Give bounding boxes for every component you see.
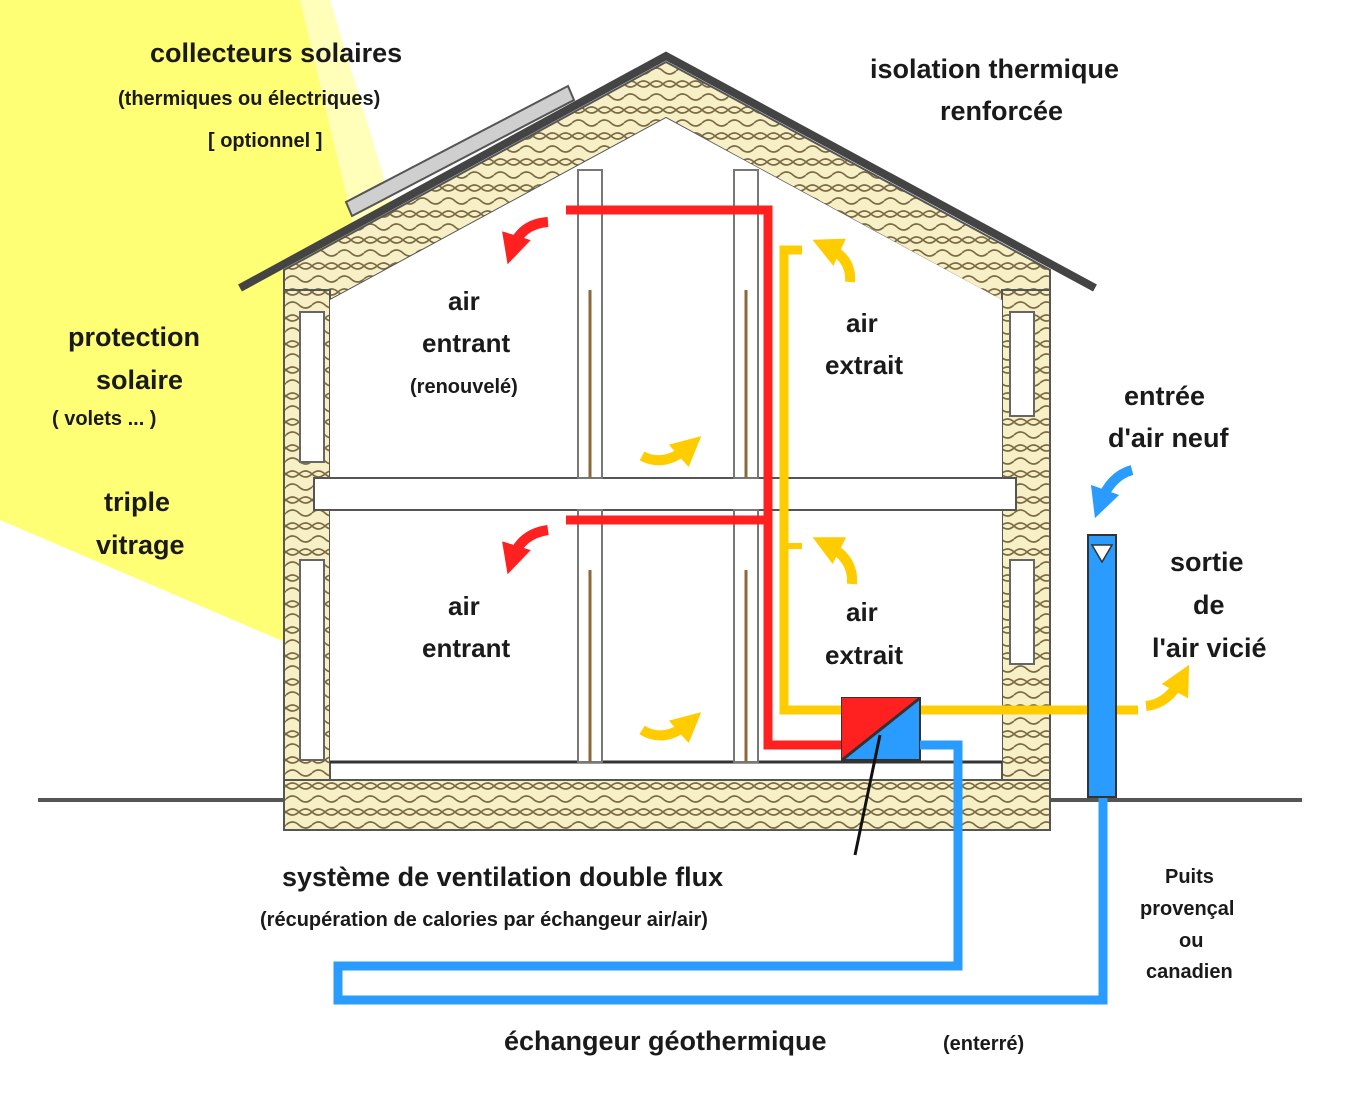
- duct-extract-yellow: [779, 245, 1138, 715]
- label-puits-4: canadien: [1146, 961, 1233, 983]
- label-puits-2: provençal: [1140, 898, 1235, 920]
- label-echangeur: échangeur géothermique: [504, 1026, 827, 1056]
- label-air-extrait-1a: air: [846, 308, 878, 338]
- curved-arrow-icon: [1145, 664, 1190, 711]
- label-collecteurs-sub: (thermiques ou électriques): [118, 88, 381, 110]
- curved-arrow-icon: [639, 712, 702, 744]
- house-interior: [330, 118, 1002, 762]
- window-left-upper: [299, 311, 325, 463]
- label-sortie-3: l'air vicié: [1152, 633, 1267, 663]
- label-collecteurs-opt: [ optionnel ]: [208, 130, 323, 152]
- label-systeme-sub: (récupération de calories par échangeur …: [260, 909, 708, 931]
- label-isolation-1: isolation thermique: [870, 54, 1120, 84]
- window-right-lower: [1009, 559, 1035, 665]
- label-protection-1: protection: [68, 322, 200, 352]
- curved-arrow-icon: [812, 537, 858, 585]
- label-air-entrant-1a: air: [448, 286, 480, 316]
- label-entree-1: entrée: [1124, 381, 1206, 411]
- label-entree-2: d'air neuf: [1108, 423, 1229, 453]
- label-protection-2: solaire: [96, 365, 184, 395]
- curved-arrow-icon: [502, 217, 549, 265]
- label-puits-1: Puits: [1165, 866, 1214, 888]
- label-isolation-2: renforcée: [940, 96, 1064, 126]
- label-air-entrant-2b: entrant: [422, 633, 511, 663]
- duct-supply-red: [566, 205, 845, 750]
- window-left-lower: [299, 559, 325, 761]
- roof-line: [238, 51, 1097, 292]
- label-sortie-1: sortie: [1170, 547, 1244, 577]
- label-triple-2: vitrage: [96, 530, 185, 560]
- foundation-insulation: [283, 779, 1051, 831]
- curved-arrow-icon: [812, 238, 856, 283]
- label-sortie-2: de: [1193, 590, 1225, 620]
- curved-arrow-icon: [639, 436, 702, 468]
- solar-collector-panel: [344, 84, 576, 218]
- label-air-extrait-1b: extrait: [825, 350, 904, 380]
- label-puits-3: ou: [1179, 930, 1204, 952]
- label-air-extrait-2b: extrait: [825, 640, 904, 670]
- label-air-entrant-1b: entrant: [422, 328, 511, 358]
- window-right-upper: [1009, 311, 1035, 417]
- label-protection-3: ( volets ... ): [52, 408, 157, 430]
- duct-geothermal-blue: [333, 740, 1108, 1005]
- label-air-entrant-2a: air: [448, 591, 480, 621]
- label-collecteurs: collecteurs solaires: [150, 38, 403, 68]
- fresh-air-intake-tube: [1087, 534, 1117, 798]
- exchanger-pointer: [853, 734, 882, 856]
- label-systeme: système de ventilation double flux: [282, 862, 724, 892]
- curved-arrow-icon: [1090, 465, 1134, 519]
- label-air-extrait-2a: air: [846, 597, 878, 627]
- floor-slab: [313, 477, 1017, 511]
- label-enterre: (enterré): [943, 1033, 1025, 1055]
- label-triple-1: triple: [104, 487, 171, 517]
- label-air-entrant-1c: (renouvelé): [410, 376, 518, 398]
- curved-arrow-icon: [502, 525, 549, 575]
